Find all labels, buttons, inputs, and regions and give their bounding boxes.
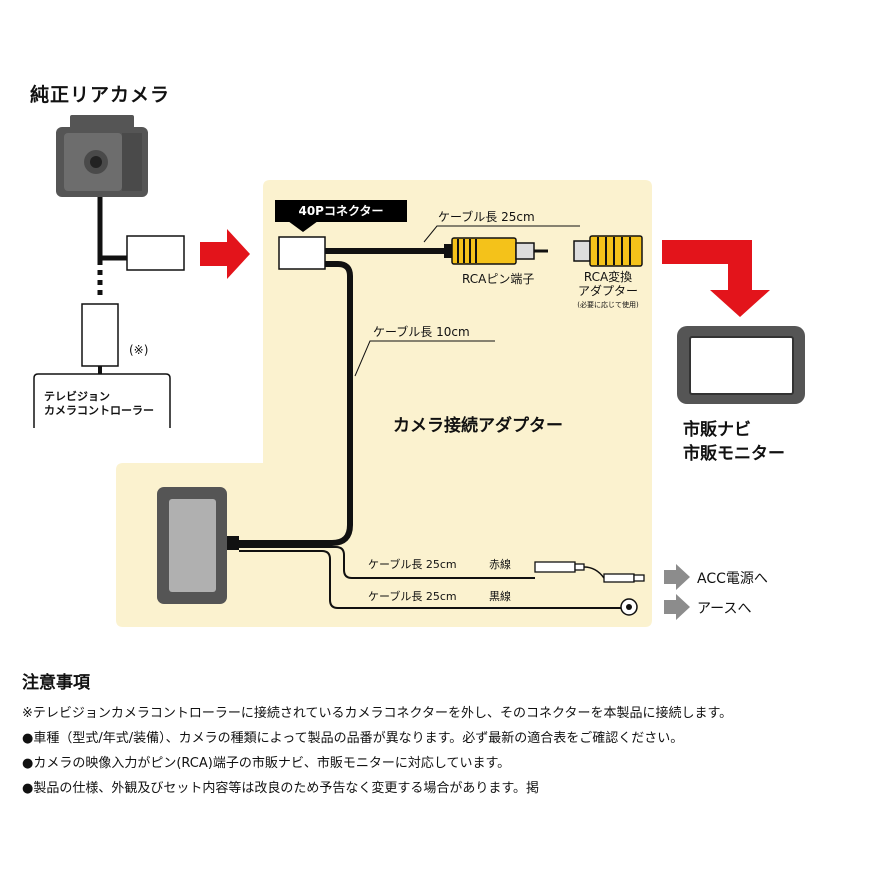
main-cable-length: ケーブル長 10cm: [373, 325, 470, 339]
adapter-box-icon: [157, 487, 239, 604]
adapter-panel: [116, 180, 652, 627]
camera-title: 純正リアカメラ: [30, 84, 171, 106]
note-item: ●カメラの映像入力がピン(RCA)端子の市販ナビ、市販モニターに対応しています。: [22, 756, 511, 771]
rca-converter-note: (必要に応じて使用): [577, 301, 639, 309]
power-cable-color: 赤線: [489, 558, 511, 571]
gray-arrow-ground-icon: [664, 594, 690, 620]
monitor-label-line2: 市販モニター: [683, 444, 785, 464]
notes-section: 注意事項 ※テレビジョンカメラコントローラーに接続されているカメラコネクターを外…: [22, 668, 732, 801]
controller-box: [33, 373, 171, 428]
note-item: ●製品の仕様、外観及びセット内容等は改良のため予告なく変更する場合があります。掲: [22, 781, 540, 796]
ground-terminal-icon: [620, 598, 638, 616]
note-item: ●車種（型式/年式/装備）、カメラの種類によって製品の品番が異なります。必ず最新…: [22, 731, 684, 746]
ground-cable-length: ケーブル長 25cm: [368, 590, 457, 603]
note-item: ※テレビジョンカメラコントローラーに接続されているカメラコネクターを外し、そのコ…: [22, 706, 733, 721]
rca-pin-icon: [444, 237, 548, 265]
camera-connector: [126, 235, 185, 271]
gray-arrow-acc-icon: [664, 564, 690, 590]
controller-connector: [81, 303, 119, 367]
rca-pin-label: RCAピン端子: [462, 272, 535, 286]
power-cable-length: ケーブル長 25cm: [368, 558, 457, 571]
ground-cable-color: 黒線: [489, 590, 511, 603]
red-arrow-down-icon: [662, 240, 770, 317]
adapter-title: カメラ接続アダプター: [393, 416, 563, 436]
rca-converter-label: RCA変換 アダプター (必要に応じて使用): [565, 270, 651, 312]
rca-converter-icon: [573, 235, 643, 267]
acc-wire-connector-icon: [534, 561, 645, 583]
monitor-label: 市販ナビ 市販モニター: [683, 418, 785, 466]
connector-tag: 40Pコネクター: [275, 200, 407, 222]
40p-connector: [278, 236, 326, 270]
rear-camera-icon: [56, 115, 148, 197]
rca-cable-length: ケーブル長 25cm: [438, 210, 535, 224]
controller-label: テレビジョン カメラコントローラー: [44, 390, 154, 418]
red-arrow-right-icon: [200, 229, 250, 279]
ground-destination: アースへ: [697, 601, 752, 617]
notes-title: 注意事項: [22, 673, 90, 693]
rca-converter-line2: アダプター: [577, 284, 638, 298]
rca-converter-line1: RCA変換: [583, 270, 633, 284]
controller-label-line2: カメラコントローラー: [44, 404, 154, 417]
acc-destination: ACC電源へ: [697, 571, 768, 587]
monitor-icon: [677, 326, 805, 404]
controller-label-line1: テレビジョン: [44, 390, 110, 403]
monitor-label-line1: 市販ナビ: [683, 420, 751, 440]
optional-mark: (※): [129, 343, 149, 357]
